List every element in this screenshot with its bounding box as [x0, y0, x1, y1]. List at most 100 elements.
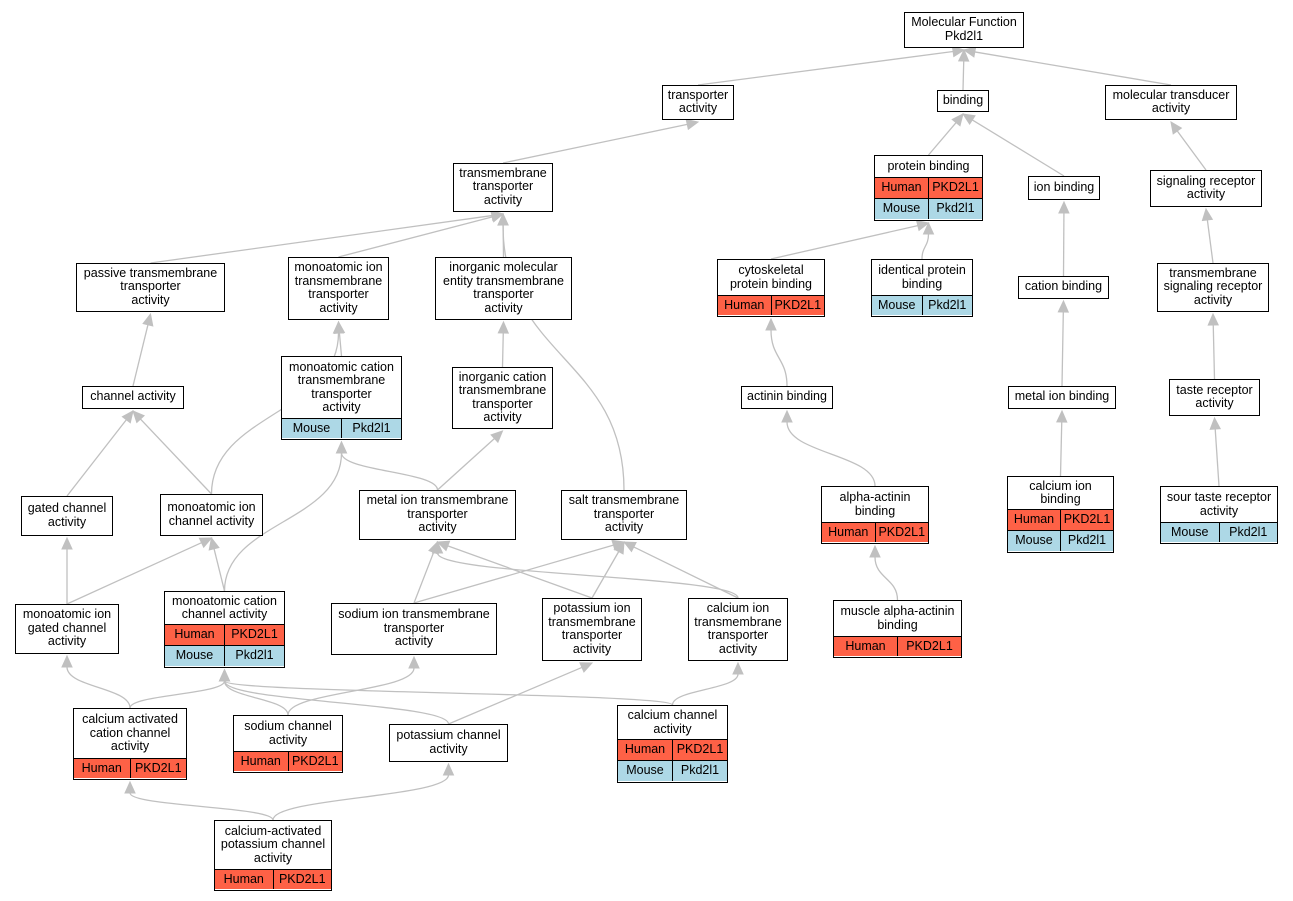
edge-sodium-channel-to-monoatomic-cation-channel [223, 680, 289, 716]
node-potassium-channel[interactable]: potassium channel activity [389, 724, 508, 762]
species-cell: Human [718, 296, 771, 316]
node-calcium-activated-potassium[interactable]: calcium-activated potassium channel acti… [214, 820, 332, 891]
node-label: transmembrane transporter activity [459, 165, 547, 207]
arrowhead [490, 430, 504, 444]
edge-calcium-channel-to-monoatomic-cation-channel [223, 680, 674, 706]
node-label: monoatomic cation channel activity [172, 593, 277, 622]
node-channel-activity[interactable]: channel activity [82, 386, 184, 409]
edge-potassium-ion-tt-to-metal-ion-tt [447, 545, 593, 599]
node-monoatomic-cation-tt[interactable]: monoatomic cation transmembrane transpor… [281, 356, 402, 440]
node-label: calcium-activated potassium channel acti… [220, 823, 326, 865]
edge-potassium-channel-to-potassium-ion-tt [448, 666, 583, 725]
node-label: molecular transducer activity [1112, 87, 1230, 116]
species-cell: Human [822, 523, 875, 543]
node-label: metal ion binding [1014, 389, 1110, 404]
node-gated-channel[interactable]: gated channel activity [21, 496, 113, 536]
node-label: gated channel activity [27, 501, 107, 529]
edge-inorganic-cation-tt-to-inorganic-molecular [501, 332, 504, 368]
node-transporter-activity[interactable]: transporter activity [662, 85, 734, 120]
edge-passive-transmembrane-to-transmembrane-transporter [150, 214, 493, 264]
node-calcium-ion-tt[interactable]: calcium ion transmembrane transporter ac… [688, 598, 788, 661]
node-cation-binding[interactable]: cation binding [1018, 276, 1109, 299]
edge-transmembrane-transporter-to-transporter-activity [502, 123, 688, 164]
arrowhead [869, 544, 881, 558]
arrowhead [961, 113, 976, 126]
node-mf-root[interactable]: Molecular Function Pkd2l1 [904, 12, 1024, 48]
gene-cell: PKD2L1 [272, 870, 331, 890]
node-monoatomic-ion-tt[interactable]: monoatomic ion transmembrane transporter… [288, 257, 389, 320]
node-label: identical protein binding [878, 263, 966, 291]
node-metal-ion-binding[interactable]: metal ion binding [1008, 386, 1116, 409]
node-metal-ion-tt[interactable]: metal ion transmembrane transporter acti… [359, 490, 516, 540]
arrowhead [922, 221, 935, 235]
node-sodium-ion-tt[interactable]: sodium ion transmembrane transporter act… [331, 603, 497, 655]
species-cell: Human [875, 178, 928, 199]
node-potassium-ion-tt[interactable]: potassium ion transmembrane transporter … [542, 598, 642, 661]
node-label: inorganic cation transmembrane transport… [458, 369, 547, 425]
node-actinin-binding[interactable]: actinin binding [741, 386, 833, 409]
gene-cell: PKD2L1 [897, 637, 961, 657]
edge-sodium-ion-tt-to-salt-tt [413, 544, 614, 604]
gene-cell: Pkd2l1 [928, 199, 982, 220]
node-label: sodium ion transmembrane transporter act… [338, 607, 490, 649]
node-monoatomic-ion-channel[interactable]: monoatomic ion channel activity [160, 494, 263, 536]
edge-metal-ion-binding-to-cation-binding [1061, 311, 1064, 387]
node-taste-receptor[interactable]: taste receptor activity [1169, 379, 1260, 416]
node-monoatomic-ion-gated[interactable]: monoatomic ion gated channel activity [15, 604, 119, 654]
arrowhead [431, 540, 444, 554]
node-salt-tt[interactable]: salt transmembrane transporter activity [561, 490, 687, 540]
arrowhead [1057, 299, 1070, 313]
edge-taste-receptor-to-tm-signaling-receptor [1212, 324, 1216, 380]
edge-monoatomic-ion-tt-to-transmembrane-transporter [338, 216, 493, 258]
arrowhead [951, 113, 964, 127]
arrowhead [732, 661, 744, 675]
node-inorganic-molecular[interactable]: inorganic molecular entity transmembrane… [435, 257, 572, 320]
node-label: alpha-actinin binding [839, 490, 911, 518]
node-label: monoatomic ion transmembrane transporter… [294, 260, 383, 315]
arrowhead [208, 536, 220, 551]
node-label: calcium ion binding [1029, 478, 1092, 507]
node-inorganic-cation-tt[interactable]: inorganic cation transmembrane transport… [452, 367, 553, 429]
node-signaling-receptor[interactable]: signaling receptor activity [1150, 170, 1262, 207]
node-label: monoatomic ion gated channel activity [22, 607, 112, 649]
edge-potassium-ion-tt-to-salt-tt [591, 551, 620, 599]
edge-transporter-activity-to-mf-root [697, 50, 954, 86]
node-label: potassium channel activity [396, 728, 501, 756]
node-tm-signaling-receptor[interactable]: transmembrane signaling receptor activit… [1157, 263, 1269, 312]
edge-monoatomic-cation-channel-to-monoatomic-cation-tt [223, 452, 343, 592]
gene-cell: PKD2L1 [1060, 510, 1113, 531]
node-molecular-transducer[interactable]: molecular transducer activity [1105, 85, 1237, 120]
arrowhead [332, 320, 345, 334]
node-transmembrane-transporter[interactable]: transmembrane transporter activity [453, 163, 553, 212]
edge-tm-signaling-receptor-to-signaling-receptor [1206, 219, 1214, 264]
arrowhead [957, 48, 970, 62]
node-passive-transmembrane[interactable]: passive transmembrane transporter activi… [76, 263, 225, 312]
node-binding[interactable]: binding [937, 90, 989, 112]
gene-cell: PKD2L1 [672, 740, 727, 761]
edge-calcium-activated-cation-to-monoatomic-cation-channel [129, 680, 226, 709]
arrowhead [613, 540, 625, 555]
node-calcium-activated-cation[interactable]: calcium activated cation channel activit… [73, 708, 187, 780]
arrowhead [142, 312, 154, 327]
node-ion-binding[interactable]: ion binding [1028, 176, 1100, 200]
edge-molecular-transducer-to-mf-root [974, 51, 1172, 86]
arrowhead [1207, 312, 1219, 326]
node-label: transporter activity [667, 87, 729, 116]
